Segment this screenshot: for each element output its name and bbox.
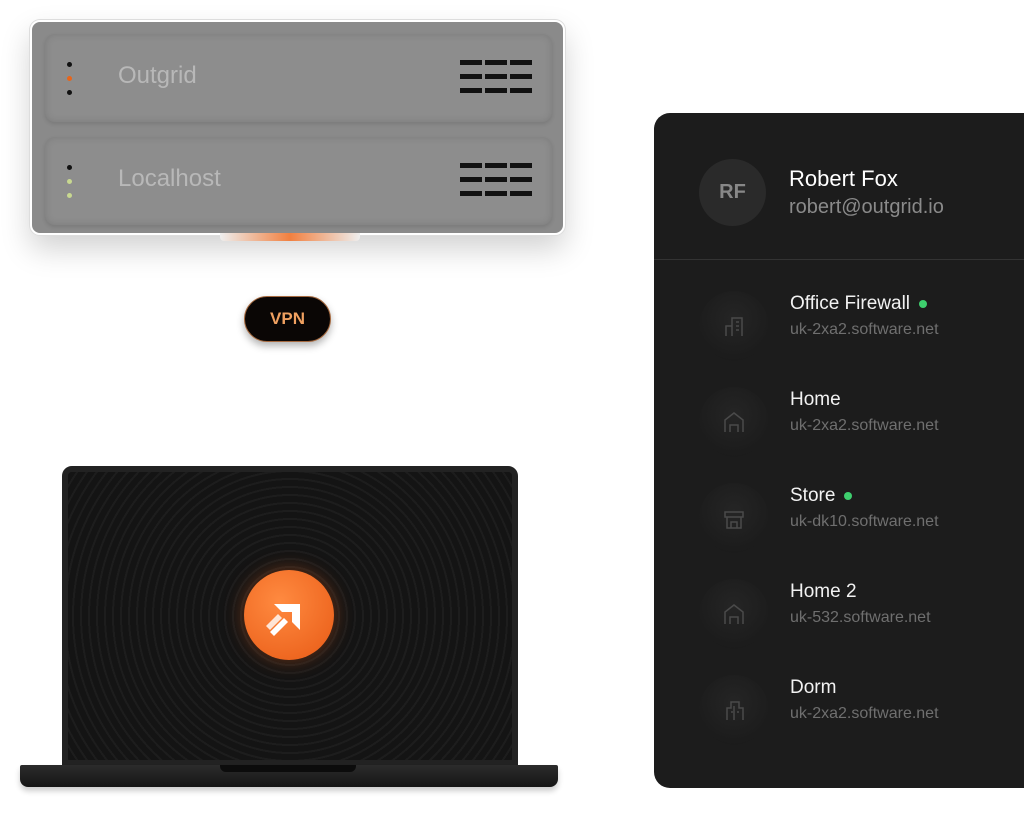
device-host: uk-532.software.net (790, 609, 931, 626)
device-name: Store (790, 485, 853, 507)
device-host: uk-2xa2.software.net (790, 321, 939, 338)
vent-icon (460, 60, 532, 93)
avatar[interactable]: RF (699, 159, 766, 226)
user-name: Robert Fox (789, 166, 898, 191)
user-email: robert@outgrid.io (789, 196, 944, 218)
divider (654, 259, 1024, 260)
status-leds (67, 62, 73, 104)
outgrid-logo-icon[interactable] (244, 570, 334, 660)
server-name: Outgrid (118, 62, 197, 89)
device-list-item[interactable]: Office Firewall uk-2xa2.software.net (699, 291, 1024, 363)
online-status-dot (919, 299, 928, 308)
device-list-item[interactable]: Home 2 uk-532.software.net (699, 579, 1024, 651)
device-list-item[interactable]: Home uk-2xa2.software.net (699, 387, 1024, 459)
laptop-screen (62, 466, 518, 766)
vent-icon (460, 163, 532, 196)
online-status-dot (844, 491, 853, 500)
devices-panel: RF Robert Fox robert@outgrid.io Office F… (654, 113, 1024, 788)
device-name: Home 2 (790, 581, 857, 602)
device-name: Dorm (790, 677, 837, 698)
device-list-item[interactable]: Dorm uk-2xa2.software.net (699, 675, 1024, 747)
device-list-item[interactable]: Store uk-dk10.software.net (699, 483, 1024, 555)
home-icon (699, 579, 769, 649)
store-icon (699, 483, 769, 553)
server-row-outgrid[interactable]: Outgrid (45, 34, 552, 122)
vpn-badge[interactable]: VPN (244, 296, 331, 342)
device-host: uk-dk10.software.net (790, 513, 939, 530)
server-name: Localhost (118, 165, 221, 192)
device-name: Home (790, 389, 841, 410)
laptop-base (20, 765, 558, 787)
office-building-icon (699, 291, 769, 361)
status-leds (67, 165, 73, 207)
home-icon (699, 387, 769, 457)
device-host: uk-2xa2.software.net (790, 417, 939, 434)
server-row-localhost[interactable]: Localhost (45, 137, 552, 225)
connection-glow (220, 233, 360, 241)
device-host: uk-2xa2.software.net (790, 705, 939, 722)
device-name: Office Firewall (790, 293, 928, 315)
dorm-building-icon (699, 675, 769, 745)
server-rack: Outgrid Localhost (30, 20, 565, 235)
